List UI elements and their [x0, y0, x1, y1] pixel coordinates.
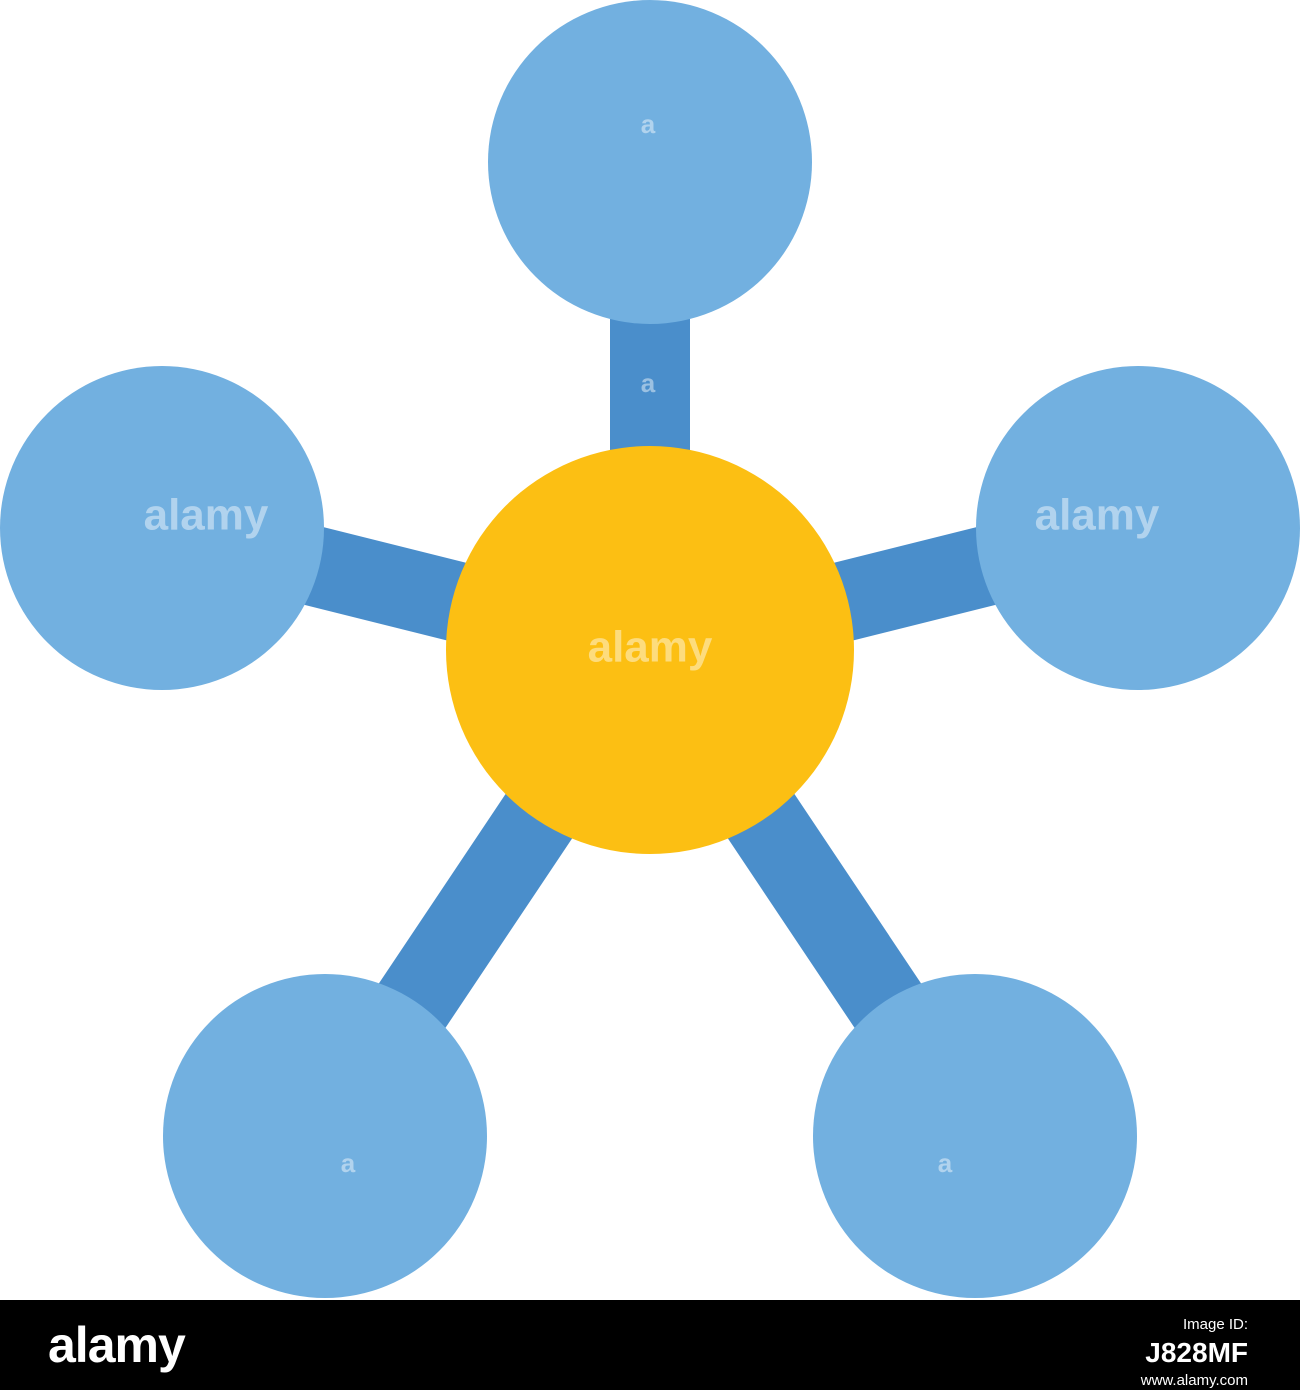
- watermark-text: alamy: [144, 491, 269, 540]
- network-hub-icon: alamy alamy alamy a a a a: [0, 0, 1300, 1298]
- site-url: www.alamy.com: [1140, 1372, 1248, 1389]
- image-info: Image ID: J828MF www.alamy.com: [1141, 1314, 1248, 1390]
- node-top: [488, 0, 812, 324]
- watermark-letter: a: [641, 109, 656, 139]
- watermark-text: alamy: [1035, 491, 1160, 540]
- node-bottom-right: [813, 974, 1137, 1298]
- stock-footer-bar: alamy Image ID: J828MF www.alamy.com: [0, 1300, 1300, 1390]
- watermark-letter: a: [641, 368, 656, 398]
- node-right: [976, 366, 1300, 690]
- image-id: J828MF: [1145, 1337, 1248, 1368]
- outer-nodes: [0, 0, 1300, 1298]
- image-id-label: Image ID:: [1182, 1316, 1248, 1333]
- alamy-logo: alamy: [48, 1317, 186, 1373]
- watermark: alamy alamy alamy a a a a: [144, 109, 1160, 1178]
- watermark-text: alamy: [588, 623, 713, 672]
- watermark-letter: a: [938, 1148, 953, 1178]
- hub-node: [446, 446, 854, 854]
- watermark-letter: a: [341, 1148, 356, 1178]
- node-bottom-left: [163, 974, 487, 1298]
- node-left: [0, 366, 324, 690]
